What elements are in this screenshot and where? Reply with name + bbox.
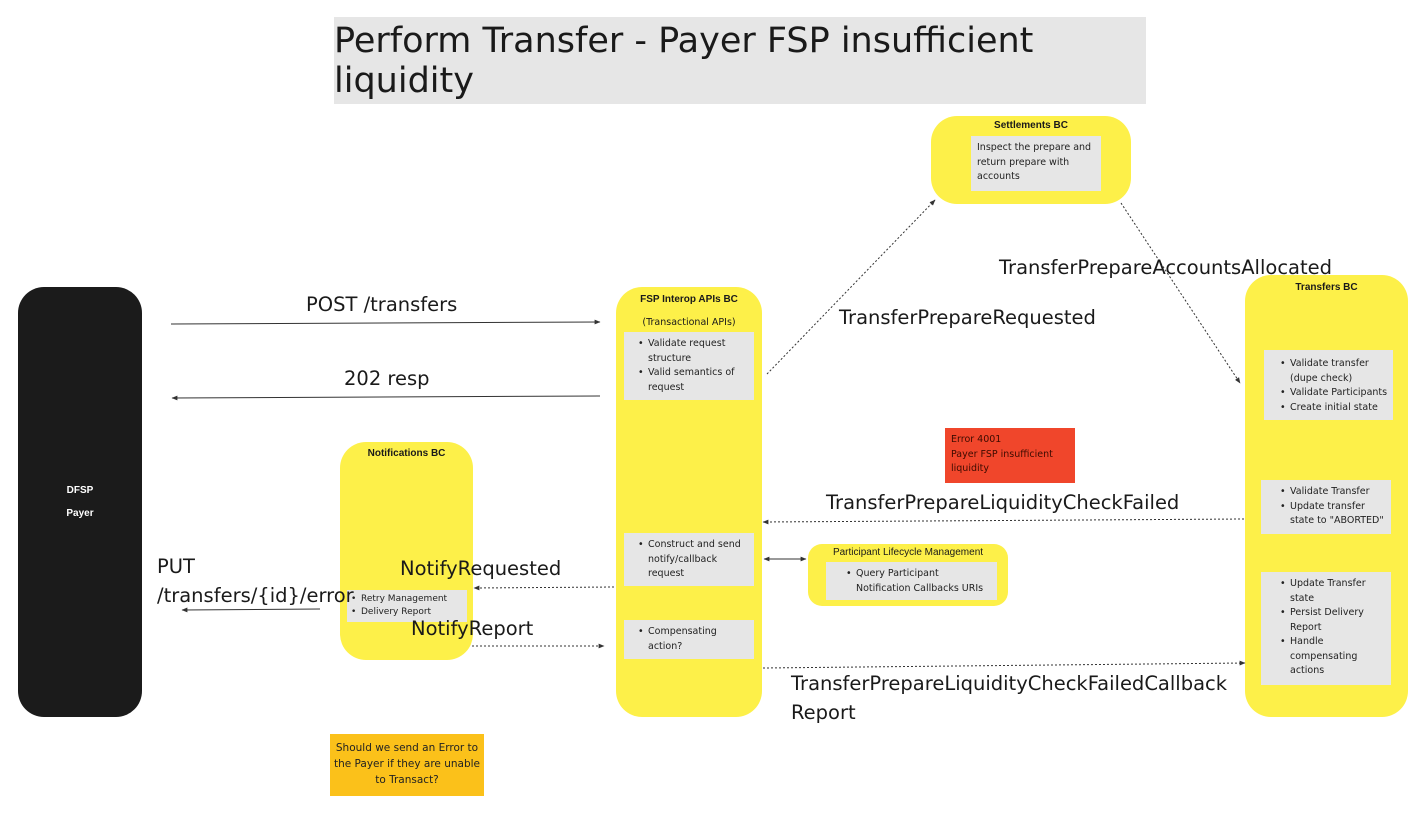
error-message: Payer FSP insufficient liquidity xyxy=(951,448,1053,475)
put-label-line2: /transfers/{id}/error xyxy=(157,584,354,607)
interop-validation-card: Validate request structure Valid semanti… xyxy=(624,332,754,400)
prepare-requested-label: TransferPrepareRequested xyxy=(839,306,1096,329)
resp-202-label: 202 resp xyxy=(344,367,430,390)
resp-202-arrow xyxy=(171,395,601,401)
fsp-interop-subtitle: (Transactional APIs) xyxy=(642,317,736,328)
settlements-bc-lane: Settlements BC Inspect the prepare and r… xyxy=(931,116,1131,204)
put-error-arrow xyxy=(181,607,321,613)
list-item: Persist Delivery Report xyxy=(1278,606,1387,635)
callback-report-arrow xyxy=(762,660,1246,669)
list-item: Query Participant Notification Callbacks… xyxy=(844,567,993,596)
participant-card: Query Participant Notification Callbacks… xyxy=(826,562,997,600)
accounts-allocated-arrow xyxy=(1120,202,1241,384)
list-item: Retry Management xyxy=(349,593,463,606)
participant-lifecycle-lane: Participant Lifecycle Management Query P… xyxy=(808,544,1008,606)
notifications-bc-title: Notifications BC xyxy=(367,448,446,459)
fsp-interop-title: FSP Interop APIs BC xyxy=(640,294,738,305)
accounts-allocated-label: TransferPrepareAccountsAllocated xyxy=(999,256,1333,279)
list-item: Handle compensating actions xyxy=(1278,635,1387,679)
callback-label-line1: TransferPrepareLiquidityCheckFailedCallb… xyxy=(791,672,1228,695)
settlements-card: Inspect the prepare and return prepare w… xyxy=(971,136,1101,191)
list-item: Update Transfer state xyxy=(1278,577,1387,606)
dfsp-payer-lane: DFSP Payer xyxy=(18,287,142,717)
notify-report-label: NotifyReport xyxy=(411,617,534,640)
list-item: Compensating action? xyxy=(636,625,748,654)
callback-label-line2: Report xyxy=(791,701,856,724)
participant-lifecycle-title: Participant Lifecycle Management xyxy=(832,547,984,558)
post-transfers-arrow xyxy=(170,319,601,325)
list-item: Valid semantics of request xyxy=(636,366,748,395)
settlements-bc-title: Settlements BC xyxy=(994,120,1068,131)
question-note: Should we send an Error to the Payer if … xyxy=(330,734,484,796)
list-item: Create initial state xyxy=(1278,401,1389,416)
settlements-card-text: Inspect the prepare and return prepare w… xyxy=(977,142,1092,182)
transfers-validate-card: Validate transfer (dupe check) Validate … xyxy=(1264,350,1393,420)
prepare-requested-arrow xyxy=(766,199,936,375)
put-label-line1: PUT xyxy=(157,555,195,578)
liquidity-failed-label: TransferPrepareLiquidityCheckFailed xyxy=(826,491,1180,514)
transfers-aborted-card: Validate Transfer Update transfer state … xyxy=(1261,480,1391,534)
list-item: Delivery Report xyxy=(349,606,463,619)
liquidity-failed-arrow xyxy=(762,518,1245,525)
list-item: Validate transfer (dupe check) xyxy=(1278,357,1389,386)
notify-requested-arrow xyxy=(473,585,615,591)
fsp-interop-apis-lane: FSP Interop APIs BC (Transactional APIs)… xyxy=(616,287,762,717)
interop-notify-card: Construct and send notify/callback reque… xyxy=(624,533,754,586)
diagram-title: Perform Transfer - Payer FSP insufficien… xyxy=(334,17,1146,104)
list-item: Validate request structure xyxy=(636,337,748,366)
error-code: Error 4001 xyxy=(951,434,1002,445)
interop-compensating-card: Compensating action? xyxy=(624,620,754,659)
list-item: Update transfer state to "ABORTED" xyxy=(1278,500,1387,529)
notifications-bc-lane: Notifications BC Retry Management Delive… xyxy=(340,442,473,660)
dfsp-label: DFSP xyxy=(66,485,94,496)
put-error-label: PUT /transfers/{id}/error xyxy=(157,552,354,610)
error-4001-box: Error 4001 Payer FSP insufficient liquid… xyxy=(945,428,1075,483)
transfers-update-card: Update Transfer state Persist Delivery R… xyxy=(1261,572,1391,685)
list-item: Construct and send notify/callback reque… xyxy=(636,538,748,582)
post-transfers-label: POST /transfers xyxy=(306,293,458,316)
list-item: Validate Transfer xyxy=(1278,485,1387,500)
transfers-bc-lane: Transfers BC Validate transfer (dupe che… xyxy=(1245,275,1408,717)
callback-report-label: TransferPrepareLiquidityCheckFailedCallb… xyxy=(791,669,1227,727)
transfers-bc-title: Transfers BC xyxy=(1295,282,1358,293)
notify-requested-label: NotifyRequested xyxy=(400,557,562,580)
payer-label: Payer xyxy=(66,508,94,519)
list-item: Validate Participants xyxy=(1278,386,1389,401)
notifications-card: Retry Management Delivery Report xyxy=(347,590,467,622)
